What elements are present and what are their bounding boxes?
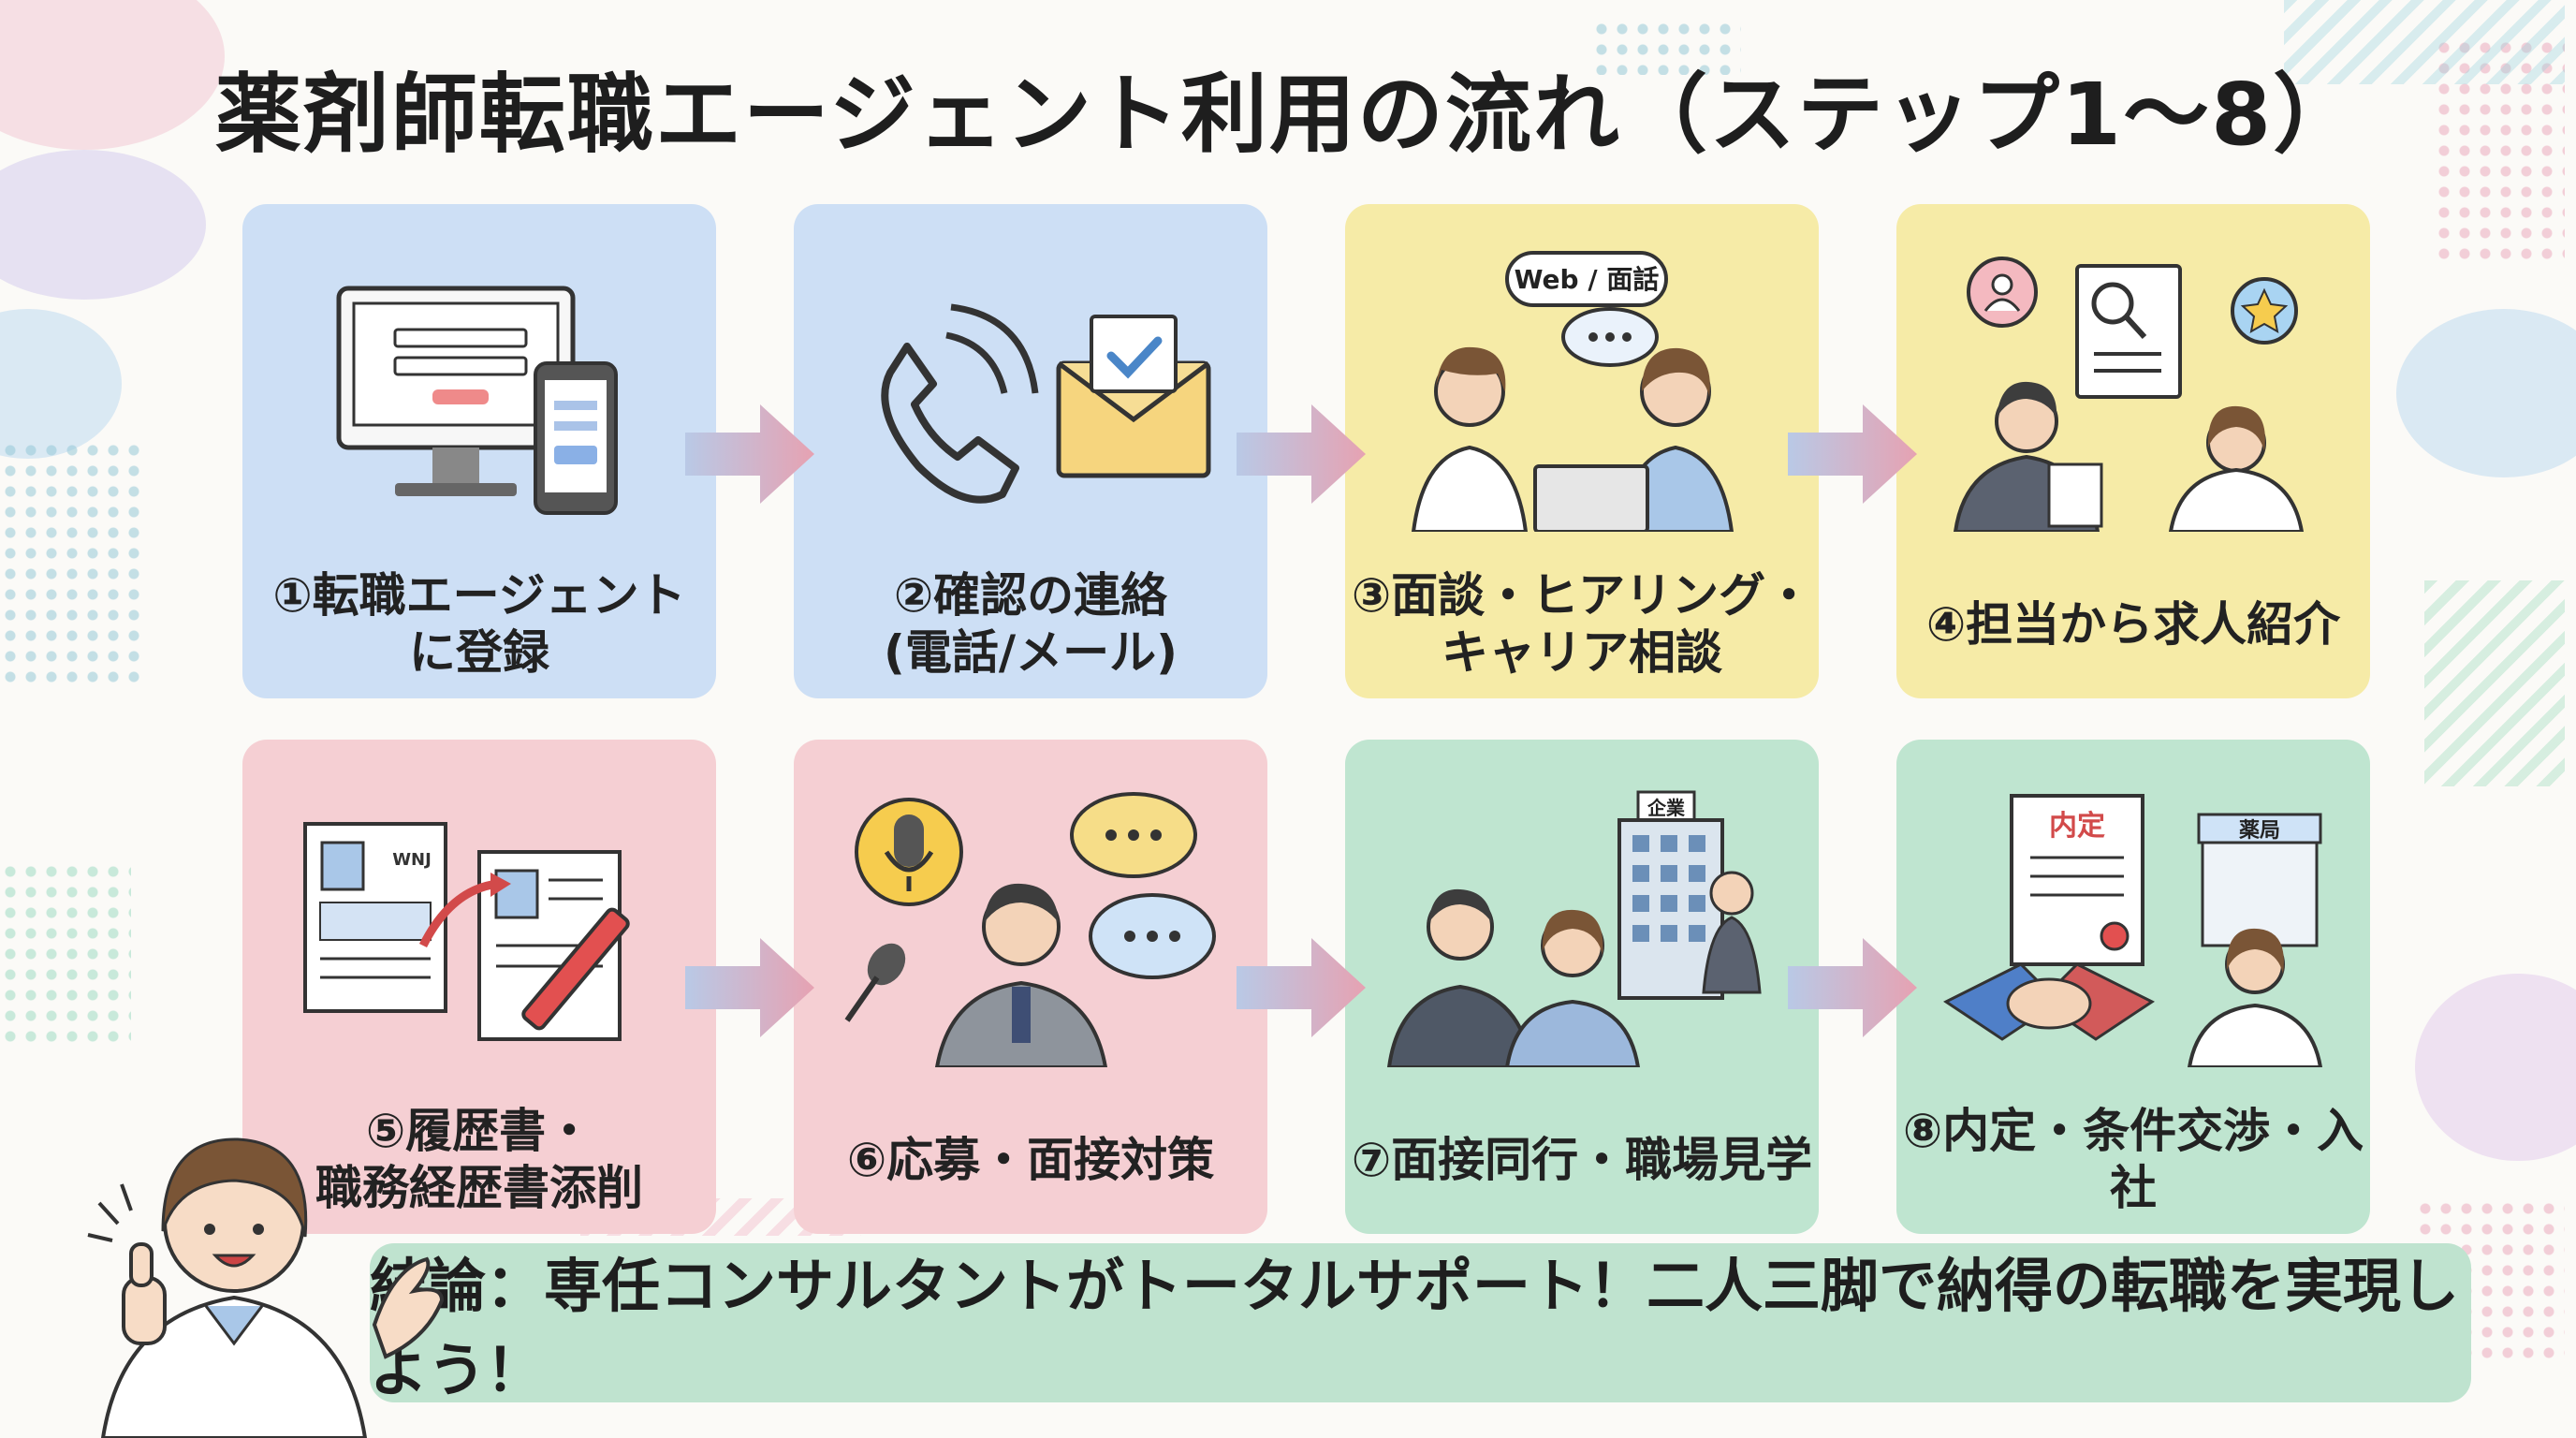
step-label: ⑤履歴書・ 職務経歴書添削 [315,1104,643,1215]
resume-mark-text: WNJ [392,850,432,870]
step-label: ④担当から求人紹介 [1925,596,2341,652]
conclusion-banner: 結論：専任コンサルタントがトータルサポート！二人三脚で納得の転職を実現しよう！ [370,1243,2471,1404]
stripe-pattern [2284,0,2565,84]
stripe-pattern [2424,580,2565,786]
step-card-2: ②確認の連絡 (電話/メール) [794,204,1267,698]
cloud-decoration [2415,974,2576,1161]
step-card-4: ④担当から求人紹介 [1896,204,2370,698]
flow-arrow [1237,938,1366,1037]
flow-arrow [685,938,814,1037]
flow-arrow [1788,938,1917,1037]
step-card-5: WNJ ⑤履歴書・ 職務経歴書添削 [242,740,716,1234]
interview-practice-icon [844,792,1216,1067]
step-card-1: ①転職エージェント に登録 [242,204,716,698]
step-label: ⑦面接同行・職場見学 [1351,1132,1813,1187]
step-card-3: Web / 面話 ③面談・ヒアリング・ キャリア相談 [1345,204,1819,698]
web-bubble-text: Web / 面話 [1515,264,1660,295]
step-label: ⑧内定・条件交渉・入社 [1902,1104,2364,1215]
company-sign-text: 企業 [1647,797,1686,819]
cloud-decoration [0,150,206,300]
cloud-decoration [0,309,122,459]
offer-doc-text: 内定 [2049,810,2105,843]
dot-pattern [0,861,131,1049]
step-card-7: 企業 ⑦面接同行・職場見学 [1345,740,1819,1234]
step-label: ②確認の連絡 (電話/メール) [884,568,1178,680]
offer-handshake-icon: 内定 薬局 [1943,794,2323,1067]
step-label: ①転職エージェント に登録 [272,568,686,680]
flow-arrow [1237,404,1366,504]
dot-pattern [2434,37,2565,262]
resume-pen-icon: WNJ [303,822,630,1041]
cloud-decoration [2396,309,2576,477]
step-card-8: 内定 薬局 ⑧内定・条件交渉・入社 [1896,740,2370,1234]
job-introduction-icon [1953,257,2305,532]
step-card-6: ⑥応募・面接対策 [794,740,1267,1234]
pharmacy-sign-text: 薬局 [2239,819,2280,843]
flow-arrow [1788,404,1917,504]
computer-smartphone-icon [336,286,618,515]
phone-mail-icon [881,303,1211,504]
step-label: ③面談・ヒアリング・ キャリア相談 [1351,568,1813,680]
company-visit-icon: 企業 [1386,790,1762,1067]
pharmacist-mascot-icon [87,1137,445,1438]
step-label: ⑥応募・面接対策 [846,1132,1215,1187]
consultation-people-icon: Web / 面話 [1411,251,1734,532]
dot-pattern [0,440,140,683]
page-title: 薬剤師転職エージェント利用の流れ（ステップ1〜8） [214,65,2362,165]
dot-pattern [1591,19,1741,75]
flow-arrow [685,404,814,504]
